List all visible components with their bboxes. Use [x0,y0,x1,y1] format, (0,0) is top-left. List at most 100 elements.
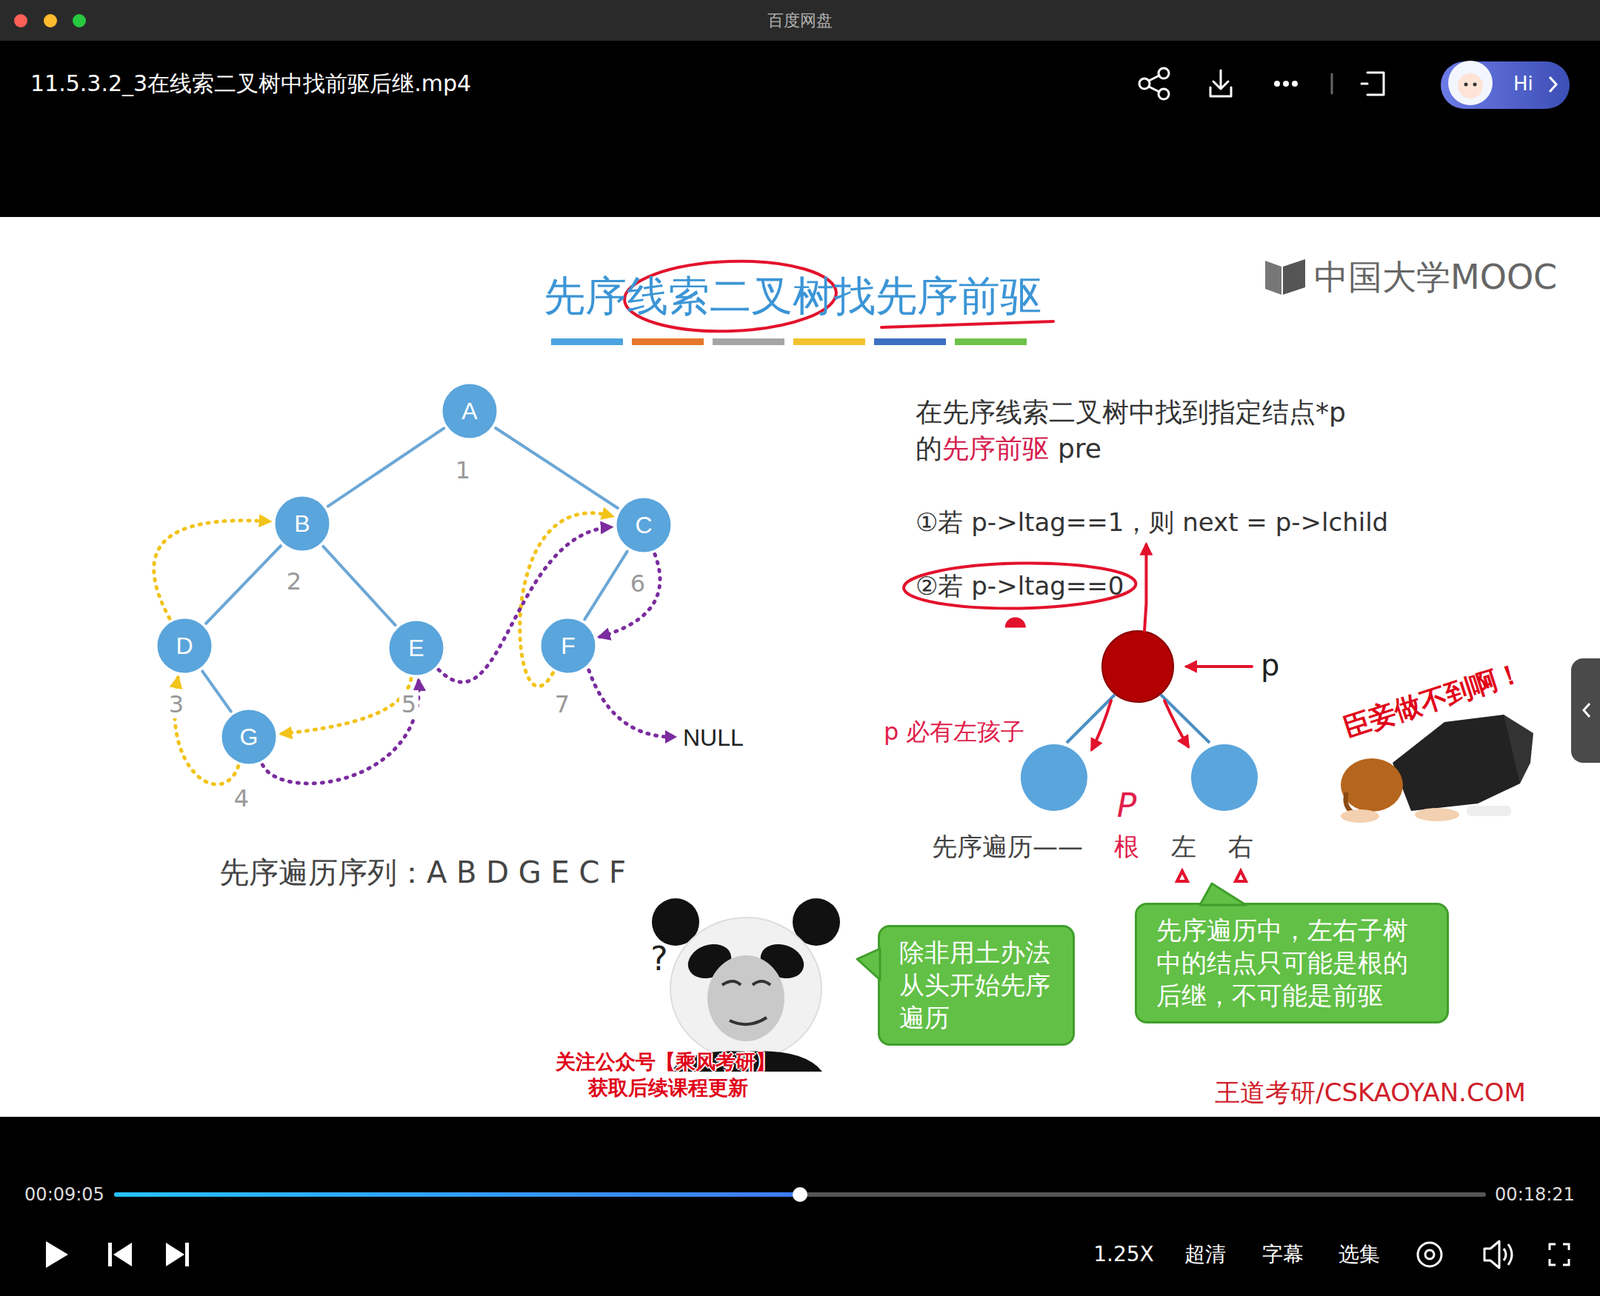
top-icons [1158,88,1169,100]
problem-text: 的 [915,432,943,465]
hand-note: P [1117,786,1138,826]
assistant-button [1473,82,1478,87]
node-circle [388,620,445,677]
problem-highlight: 先序前驱 [942,432,1049,465]
red-annotations [1235,871,1246,882]
watermark: 关注公众号【乘风考研】 [555,1050,776,1075]
bubble-text: 先序遍历中，左右子树 中的结点只可能是根的 后继，不可能是前驱 [1156,914,1428,1013]
node-circle [220,708,278,766]
tree-edge [202,671,231,712]
side-tab [1571,658,1600,763]
thread-to-null [588,670,667,738]
mooc-logo: 中国大学MOOC [1314,257,1558,298]
window-title: 百度网盘 [767,11,833,31]
top-icons [1331,74,1334,94]
null-arrowhead [665,730,678,744]
player-controls [165,1242,185,1267]
title-color-bars [551,338,1027,346]
window-chrome [0,1117,1600,1296]
node-letter: D [175,632,193,660]
player-controls [185,1242,189,1267]
thread-arrow [281,678,412,734]
top-icons [1158,68,1169,79]
node-p-figure [1160,694,1210,743]
speech-bubble: 除非用土办法 从头开始先序 遍历 [877,925,1075,1046]
tree-edge [495,428,618,509]
watermark: 获取后续课程更新 [588,1076,749,1100]
window-chrome [72,14,86,28]
top-icons [1293,82,1298,86]
order-text: 先序遍历—— [931,831,1083,863]
mooc-logo-icon [1265,259,1306,295]
time-total: 00:18:21 [1494,1184,1575,1206]
title-color-bars [874,338,946,346]
question-mark: ? [650,940,668,980]
visit-number: 6 [628,569,648,598]
window-chrome [0,0,1600,41]
assistant-label: Hi [1513,72,1534,96]
panda-meme [670,917,822,1060]
visit-number: 7 [552,690,572,719]
node-circle [615,497,672,554]
problem-text: 在先序线索二叉树中找到指定结点*p [915,396,1346,429]
node-p-figure [1102,631,1174,703]
node-circle [540,617,597,675]
panda-meme [707,955,785,1042]
player-controls [1503,1244,1512,1266]
top-icons [1284,82,1289,86]
bubble-text: 除非用土办法 从头开始先序 遍历 [899,936,1054,1035]
node-letter: A [461,397,478,426]
node-p-figure [1020,744,1088,812]
player-controls [45,1241,69,1269]
assistant-button [1549,77,1557,92]
tree-edge [584,551,627,620]
thread-arrow [438,527,612,683]
bubble-tail [1134,902,1136,904]
node-p-figure [1020,631,1258,812]
top-icons [1210,70,1232,97]
tree-edge [205,545,281,624]
order-right: 右 [1228,831,1254,863]
window-chrome [43,14,58,28]
tree-node: G [219,707,279,767]
kneeling-meme [1466,805,1512,817]
bubble-tail [1200,883,1246,906]
node-letter: C [634,511,652,540]
top-icons [1361,72,1384,95]
visit-number: 2 [284,567,304,596]
speed-button: 1.25X [1093,1242,1155,1268]
thread-to-null [588,670,667,738]
top-icons [1275,82,1280,86]
speech-bubble: 先序遍历中，左右子树 中的结点只可能是根的 后继，不可能是前驱 [1134,902,1449,1024]
player-controls [1549,1244,1569,1266]
red-annotation [1144,544,1146,632]
tree-node: E [386,618,446,678]
panda-meme [642,897,847,1072]
panda-meme [729,1017,767,1025]
rule-text: ②若 p->ltag==0 [915,571,1124,602]
red-annotation [902,561,1136,611]
node-letter: B [294,510,310,538]
kneeling-meme [1340,809,1380,823]
red-annotations [1091,700,1112,750]
quality-button: 超清 [1184,1242,1226,1268]
player-controls [1484,1241,1500,1269]
title-annotation [881,321,1054,328]
slide-title: 先序线索二叉树找先序前驱 [543,271,1042,321]
player-controls [113,1242,132,1267]
node-p-figure [1191,744,1258,812]
window-chrome [14,14,28,28]
red-annotations [1164,700,1189,747]
tree-node: D [154,616,215,676]
player-controls [792,1187,808,1203]
bubble-tail [877,925,879,926]
title-color-bars [793,338,866,346]
assistant-button [1457,73,1483,99]
node-letter: G [240,723,259,752]
mooc-logo-icon [1265,260,1282,295]
title-color-bars [954,338,1027,346]
time-current: 00:09:05 [24,1184,105,1206]
thread-arrow [520,513,613,687]
